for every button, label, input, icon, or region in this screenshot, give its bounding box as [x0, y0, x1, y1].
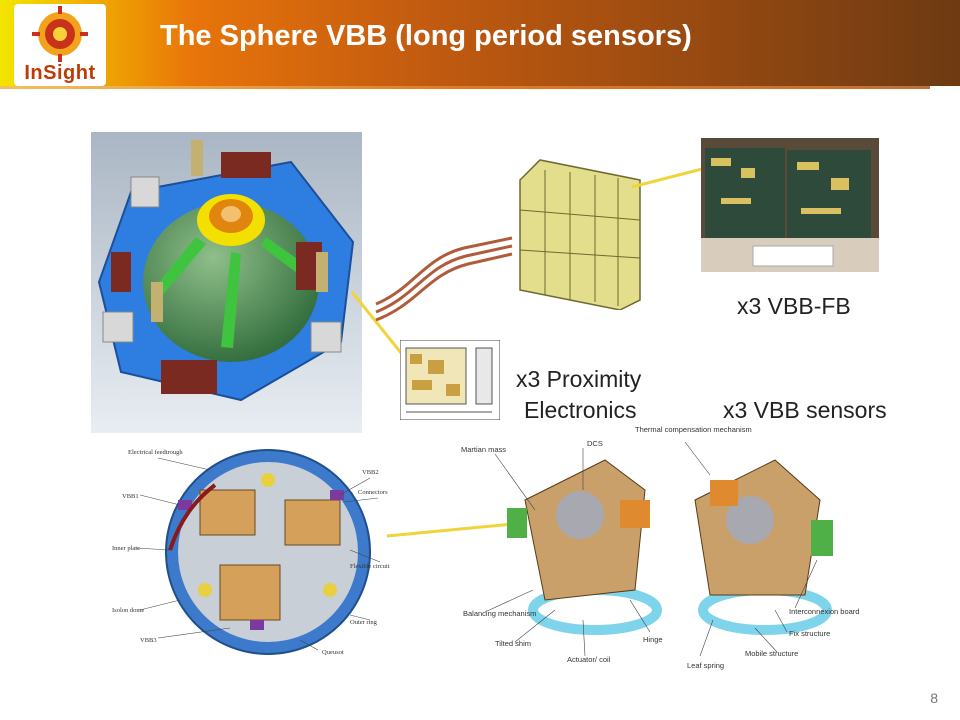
vbb-sensors-diagram-image: Martian mass DCS Thermal compensation me… [461, 425, 859, 670]
vbb-sensors-caption: x3 VBB sensors [723, 397, 887, 423]
flex-cable-image [375, 236, 513, 322]
label-tilted-shim: Tilted shim [495, 639, 531, 648]
insight-logo: InSight [14, 4, 106, 86]
label-thermal-compensation: Thermal compensation mechanism [635, 425, 752, 434]
slide-title: The Sphere VBB (long period sensors) [160, 20, 692, 52]
vbb-fb-caption: x3 VBB-FB [737, 293, 851, 319]
label-actuator-coil: Actuator/ coil [567, 655, 611, 664]
proximity-caption-line1: x3 Proximity [516, 366, 642, 392]
label-hinge: Hinge [643, 635, 663, 644]
label-martian-mass: Martian mass [461, 445, 506, 454]
label-vbb2: VBB2 [362, 469, 379, 476]
feedback-box-render-image [519, 159, 641, 310]
label-interconnexion-board: Interconnexion board [789, 607, 859, 616]
connector-line [386, 522, 514, 538]
label-queusot: Queusot [322, 649, 344, 656]
label-leaf-spring: Leaf spring [687, 661, 724, 670]
label-fix-structure: Fix structure [789, 629, 830, 638]
label-inner-plate: Inner plate [112, 545, 140, 552]
proximity-electronics-drawing-image [400, 340, 500, 420]
vbb-fb-photo-image [701, 138, 879, 272]
slide-header [0, 0, 960, 86]
label-balancing-mechanism: Balancing mechanism [463, 609, 536, 618]
header-divider [0, 86, 930, 89]
label-feedtrough: Electrical feedtrough [128, 449, 183, 456]
label-flexible-circuit: Flexible circuit [350, 563, 390, 570]
sphere-cutaway-diagram-image: Electrical feedtrough VBB1 VBB2 Connecto… [112, 449, 390, 656]
connector-line [631, 167, 703, 189]
label-outer-ring: Outer ring [350, 619, 378, 626]
page-number: 8 [930, 690, 938, 706]
proximity-caption-line2: Electronics [524, 397, 637, 423]
label-connectors: Connectors [358, 489, 388, 496]
label-vbb1: VBB1 [122, 493, 139, 500]
label-vbb3: VBB3 [140, 637, 157, 644]
label-isolon-dome: Isolon dome [112, 607, 144, 614]
sphere-render-image [91, 132, 362, 433]
insight-emblem-icon [32, 6, 88, 62]
logo-text: InSight [24, 62, 96, 84]
label-dcs: DCS [587, 439, 603, 448]
label-mobile-structure: Mobile structure [745, 649, 798, 658]
